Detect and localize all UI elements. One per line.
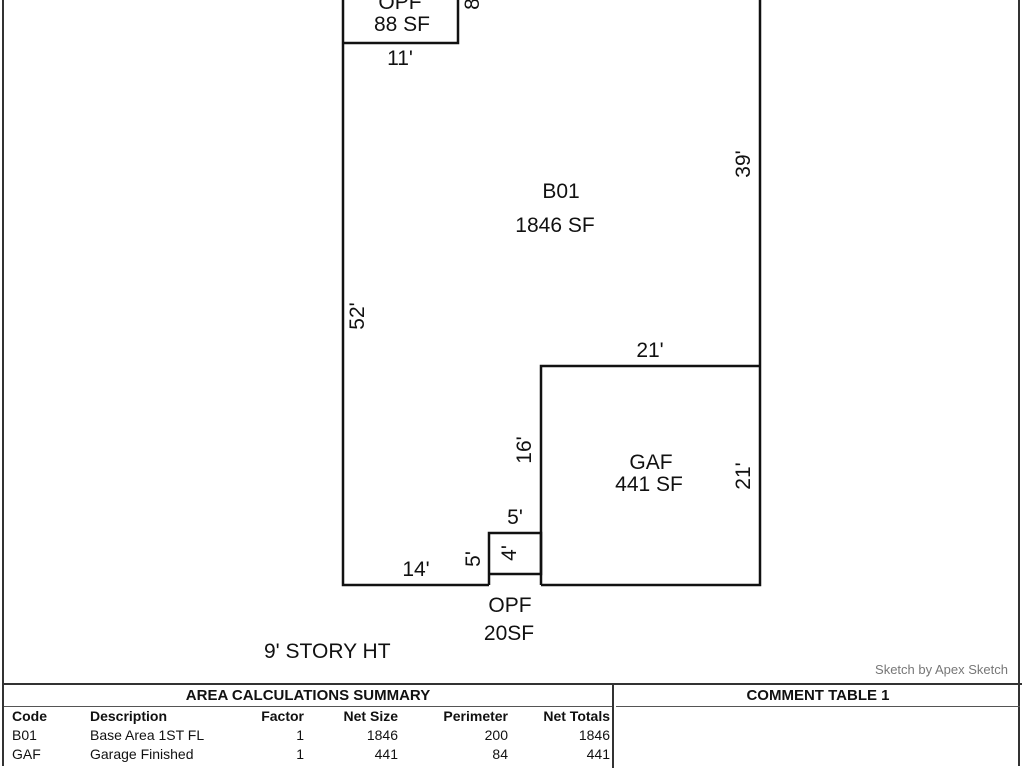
table-row: B01 Base Area 1ST FL 1 1846 200 1846 (4, 726, 612, 745)
row-perimeter: 200 (484, 727, 508, 743)
b01-outline (341, 0, 762, 587)
row-code: B01 (12, 727, 37, 743)
row-net-size: 1846 (366, 727, 398, 743)
header-net-size: Net Size (343, 708, 398, 724)
row-description: Garage Finished (90, 746, 194, 762)
opf-top-width-dim: 11' (387, 47, 413, 70)
opf-bottom-code: OPF (488, 594, 531, 617)
opf-bottom-size: 20SF (484, 622, 534, 645)
header-factor: Factor (261, 708, 304, 724)
gaf-size: 441 SF (615, 473, 683, 496)
sketch-credit: Sketch by Apex Sketch (875, 662, 1008, 677)
opf-bottom-top-dim: 5' (507, 506, 523, 529)
opf-top-code: OPF (378, 0, 421, 14)
row-factor: 1 (296, 727, 304, 743)
row-factor: 1 (296, 746, 304, 762)
gaf-outline (539, 364, 760, 585)
b01-bottom-dim: 14' (402, 558, 429, 581)
floor-plan-sketch: OPF 88 SF 11' 8' B01 1846 SF 39' 52' 14'… (341, 0, 762, 645)
opf-top-outline (343, 0, 460, 45)
header-net-totals: Net Totals (543, 708, 610, 724)
row-description: Base Area 1ST FL (90, 727, 205, 743)
row-code: GAF (12, 746, 41, 762)
b01-size: 1846 SF (515, 214, 594, 237)
row-net-totals: 1846 (578, 727, 610, 743)
opf-top-size: 88 SF (374, 13, 430, 36)
row-net-size: 441 (374, 746, 398, 762)
row-perimeter: 84 (492, 746, 508, 762)
table-header-row: Code Description Factor Net Size Perimet… (4, 707, 612, 726)
b01-right-dim: 39' (732, 150, 755, 177)
opf-bottom-left-dim: 5' (462, 551, 485, 567)
b01-left-dim: 52' (346, 302, 369, 329)
area-calculations-title: AREA CALCULATIONS SUMMARY (4, 685, 612, 707)
gaf-code: GAF (629, 451, 672, 474)
opf-bottom-inner-dim: 4' (498, 545, 521, 561)
gaf-right-dim: 21' (732, 462, 755, 489)
header-code: Code (12, 708, 47, 724)
opf-bottom-outline (487, 531, 543, 585)
table-row: GAF Garage Finished 1 441 84 441 (4, 745, 612, 764)
gaf-left-dim: 16' (513, 436, 536, 463)
b01-code: B01 (542, 180, 579, 203)
header-perimeter: Perimeter (443, 708, 508, 724)
row-net-totals: 441 (586, 746, 610, 762)
area-calculations-table: AREA CALCULATIONS SUMMARY Code Descripti… (4, 685, 614, 768)
opf-top-height-dim: 8' (461, 0, 484, 10)
gaf-top-dim: 21' (636, 339, 663, 362)
comment-table: COMMENT TABLE 1 (616, 685, 1020, 768)
table-divider (2, 683, 1022, 685)
comment-table-title: COMMENT TABLE 1 (616, 685, 1020, 707)
header-description: Description (90, 708, 168, 724)
story-height-label: 9' STORY HT (264, 640, 391, 663)
